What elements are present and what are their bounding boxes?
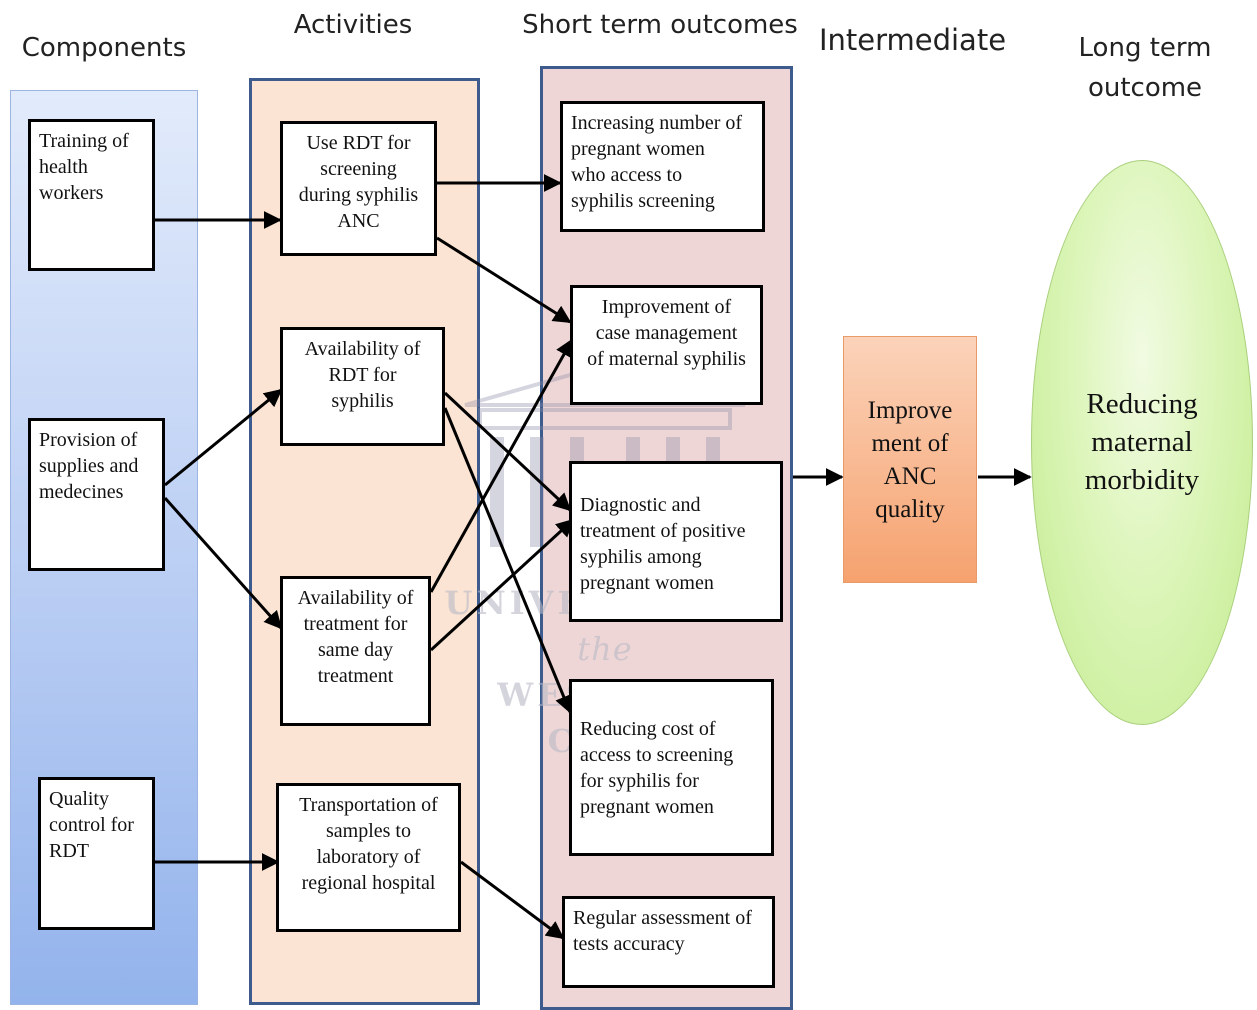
component-training-health-workers: Training of health workers (28, 119, 155, 271)
outcome-increasing-screening-access: Increasing number of pregnant women who … (560, 101, 765, 232)
arrow-treatment-to-diagnostic (429, 518, 575, 652)
activity-availability-treatment: Availability of treatment for same day t… (280, 576, 431, 726)
component-quality-control-rdt: Quality control for RDT (38, 777, 155, 930)
long-term-outcome-text: Reducing maternal morbidity (1084, 388, 1200, 496)
arrow-supplies-to-rdt-availability (164, 388, 283, 487)
arrow-rdt-to-case-management (436, 236, 572, 324)
intermediate-anc-quality: Improve ment of ANC quality (843, 336, 977, 583)
outcome-diagnostic-treatment: Diagnostic and treatment of positive syp… (569, 461, 783, 622)
outcome-regular-assessment: Regular assessment of tests accuracy (562, 896, 775, 988)
header-components: Components (21, 33, 187, 63)
activity-use-rdt-screening: Use RDT for screening during syphilis AN… (280, 121, 437, 256)
arrow-rdt-availability-to-reducing-cost (443, 407, 573, 714)
outcome-reducing-cost: Reducing cost of access to screening for… (569, 679, 774, 856)
header-long-term-outcome: Long term outcome (1078, 33, 1212, 103)
header-intermediate: Intermediate (818, 23, 1007, 57)
long-term-outcome-ellipse (1031, 160, 1253, 725)
arrow-rdt-availability-to-diagnostic (443, 391, 572, 512)
header-activities: Activities (293, 10, 413, 40)
arrow-supplies-to-treatment-availability (163, 497, 283, 630)
arrow-transportation-to-assessment (460, 860, 565, 940)
activity-availability-rdt: Availability of RDT for syphilis (280, 327, 445, 446)
header-short-term-outcomes: Short term outcomes (522, 10, 798, 40)
outcome-improved-case-management: Improvement of case management of matern… (570, 285, 763, 405)
arrow-treatment-to-case-management (429, 338, 574, 593)
activity-transportation-samples: Transportation of samples to laboratory … (276, 783, 461, 932)
component-provision-supplies: Provision of supplies and medecines (28, 418, 165, 571)
